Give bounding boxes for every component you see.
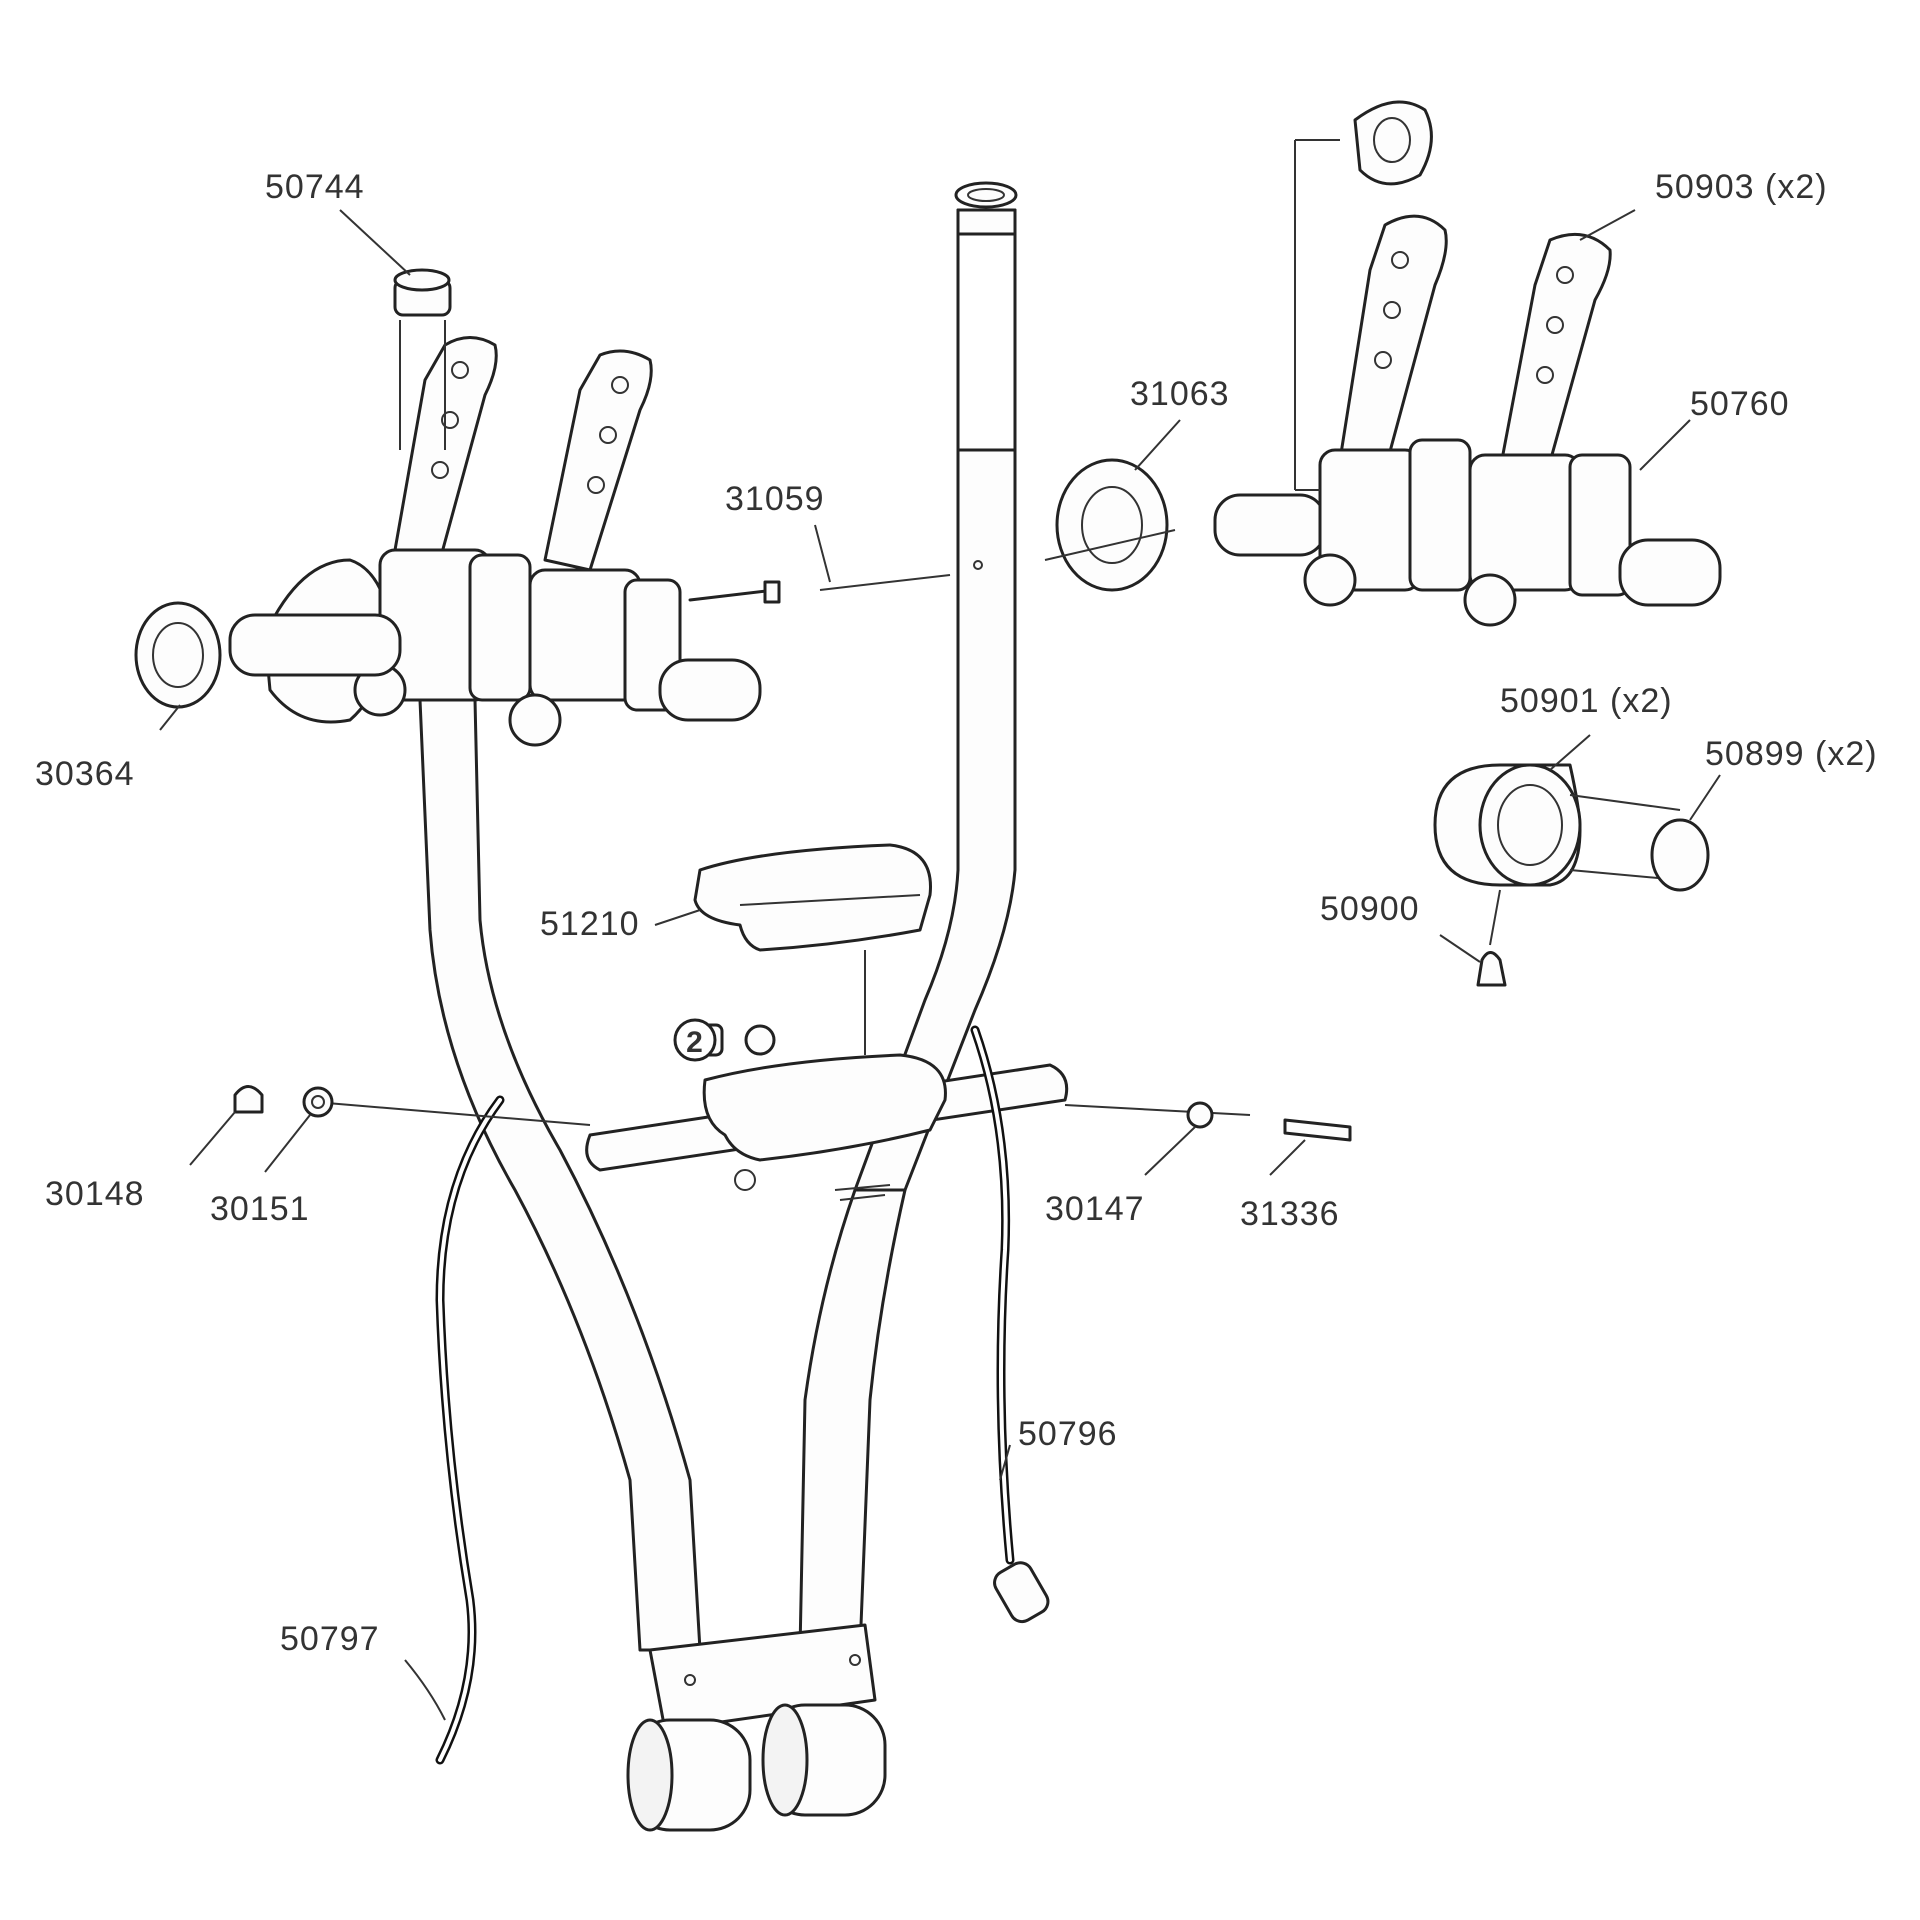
bracket-51210 [693,843,932,1055]
label-31336: 31336 [1240,1195,1340,1233]
part-labels: 50744 50903 (x2) 31063 50760 31059 30364… [35,168,1878,1658]
label-50796: 50796 [1018,1415,1118,1453]
roller-assembly [1433,763,1710,987]
label-50901: 50901 (x2) [1500,682,1673,720]
label-30148: 30148 [45,1175,145,1213]
right-valve-assembly [1044,100,1722,627]
label-50899: 50899 (x2) [1705,735,1878,773]
handlebar-frame [418,181,1018,1832]
label-50744: 50744 [265,168,365,206]
fittings [233,1023,1352,1142]
left-valve-assembly [228,268,983,747]
label-50797: 50797 [280,1620,380,1658]
marker-number: 2 [686,1026,704,1059]
label-31059: 31059 [725,480,825,518]
hose-50796 [970,1025,1050,1624]
label-50900: 50900 [1320,890,1420,928]
label-51210: 51210 [540,905,640,943]
circled-marker: 2 [673,1018,717,1062]
hose-50797 [435,1095,505,1765]
crossbar-assembly [585,1053,1069,1201]
label-50760: 50760 [1690,385,1790,423]
knob-30364 [134,601,222,709]
label-30151: 30151 [210,1190,310,1228]
label-30147: 30147 [1045,1190,1145,1228]
label-31063: 31063 [1130,375,1230,413]
label-50903: 50903 (x2) [1655,168,1828,206]
label-30364: 30364 [35,755,135,793]
leader-lines [159,209,1721,1721]
